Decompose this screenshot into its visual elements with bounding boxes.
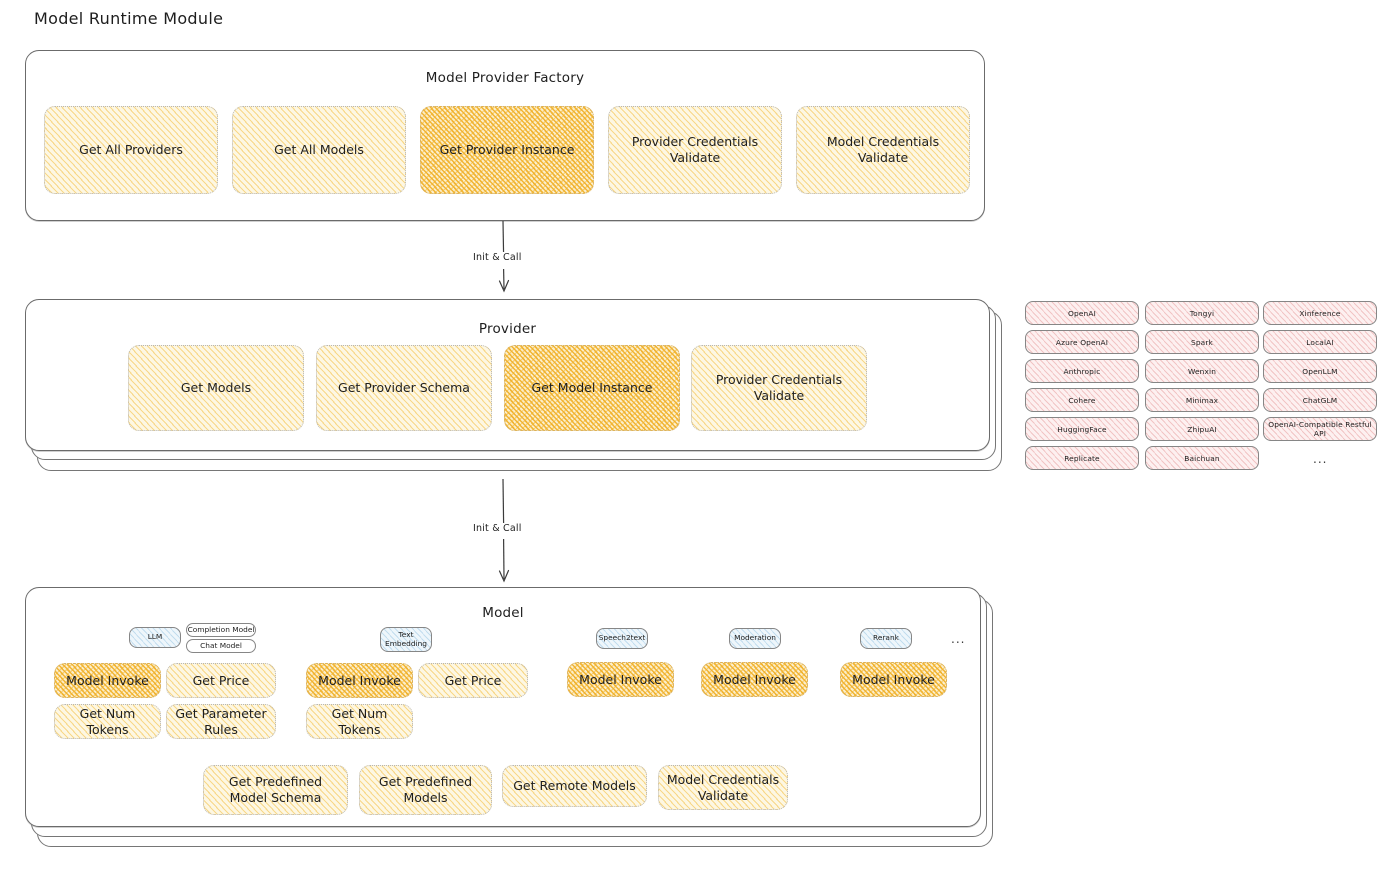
card-moderation-model-invoke[interactable]: Model Invoke: [701, 662, 808, 697]
card-get-predefined-models[interactable]: Get Predefined Models: [359, 765, 492, 815]
provider-pill-openai-compatible-restful-api[interactable]: OpenAI-Compatible Restful API: [1263, 417, 1377, 441]
provider-pill-azure-openai[interactable]: Azure OpenAI: [1025, 330, 1139, 354]
card-model-credentials-validate[interactable]: Model Credentials Validate: [796, 106, 970, 194]
provider-pill-anthropic[interactable]: Anthropic: [1025, 359, 1139, 383]
card-provider-credentials-validate[interactable]: Provider Credentials Validate: [608, 106, 782, 194]
provider-pill-cohere[interactable]: Cohere: [1025, 388, 1139, 412]
provider-pill-tongyi[interactable]: Tongyi: [1145, 301, 1259, 325]
card-llm-get-price[interactable]: Get Price: [166, 663, 276, 698]
provider-list-more: ...: [1313, 452, 1328, 466]
card-provider-credentials-validate-2[interactable]: Provider Credentials Validate: [691, 345, 867, 431]
card-get-provider-schema[interactable]: Get Provider Schema: [316, 345, 492, 431]
card-llm-get-parameter-rules[interactable]: Get Parameter Rules: [166, 704, 276, 739]
card-speech2text-model-invoke[interactable]: Model Invoke: [567, 662, 674, 697]
provider-pill-baichuan[interactable]: Baichuan: [1145, 446, 1259, 470]
card-get-remote-models[interactable]: Get Remote Models: [502, 765, 647, 807]
badge-llm[interactable]: LLM: [129, 627, 181, 648]
card-get-all-models[interactable]: Get All Models: [232, 106, 406, 194]
arrow-label-init-and-call-1: Init & Call: [470, 252, 525, 263]
card-get-provider-instance[interactable]: Get Provider Instance: [420, 106, 594, 194]
arrow-provider-to-model: [498, 478, 510, 583]
provider-pill-replicate[interactable]: Replicate: [1025, 446, 1139, 470]
provider-pill-openllm[interactable]: OpenLLM: [1263, 359, 1377, 383]
card-get-all-providers[interactable]: Get All Providers: [44, 106, 218, 194]
provider-pill-zhipuai[interactable]: ZhipuAI: [1145, 417, 1259, 441]
arrow-factory-to-provider: [498, 220, 510, 293]
provider-pill-openai[interactable]: OpenAI: [1025, 301, 1139, 325]
model-groups-more: ...: [951, 632, 966, 646]
provider-pill-xinference[interactable]: Xinference: [1263, 301, 1377, 325]
provider-pill-wenxin[interactable]: Wenxin: [1145, 359, 1259, 383]
badge-moderation[interactable]: Moderation: [729, 628, 781, 649]
card-text-embedding-get-num-tokens[interactable]: Get Num Tokens: [306, 704, 413, 739]
card-get-model-instance[interactable]: Get Model Instance: [504, 345, 680, 431]
badge-completion-model[interactable]: Completion Model: [186, 623, 256, 637]
provider-pill-spark[interactable]: Spark: [1145, 330, 1259, 354]
card-get-predefined-model-schema[interactable]: Get Predefined Model Schema: [203, 765, 348, 815]
arrow-label-init-and-call-2: Init & Call: [470, 523, 525, 534]
card-text-embedding-get-price[interactable]: Get Price: [418, 663, 528, 698]
card-llm-model-invoke[interactable]: Model Invoke: [54, 663, 161, 698]
panel-title-model-provider-factory: Model Provider Factory: [425, 70, 585, 86]
card-rerank-model-invoke[interactable]: Model Invoke: [840, 662, 947, 697]
panel-title-provider: Provider: [478, 321, 537, 337]
provider-pill-chatglm[interactable]: ChatGLM: [1263, 388, 1377, 412]
card-get-models[interactable]: Get Models: [128, 345, 304, 431]
badge-chat-model[interactable]: Chat Model: [186, 639, 256, 653]
badge-speech2text[interactable]: Speech2text: [596, 628, 648, 649]
badge-rerank[interactable]: Rerank: [860, 628, 912, 649]
badge-text-embedding[interactable]: Text Embedding: [380, 627, 432, 652]
card-text-embedding-model-invoke[interactable]: Model Invoke: [306, 663, 413, 698]
provider-pill-minimax[interactable]: Minimax: [1145, 388, 1259, 412]
provider-pill-huggingface[interactable]: HuggingFace: [1025, 417, 1139, 441]
card-model-credentials-validate-2[interactable]: Model Credentials Validate: [658, 765, 788, 810]
provider-pill-localai[interactable]: LocalAI: [1263, 330, 1377, 354]
panel-title-model: Model: [482, 605, 524, 621]
page-title: Model Runtime Module: [34, 9, 224, 28]
card-llm-get-num-tokens[interactable]: Get Num Tokens: [54, 704, 161, 739]
